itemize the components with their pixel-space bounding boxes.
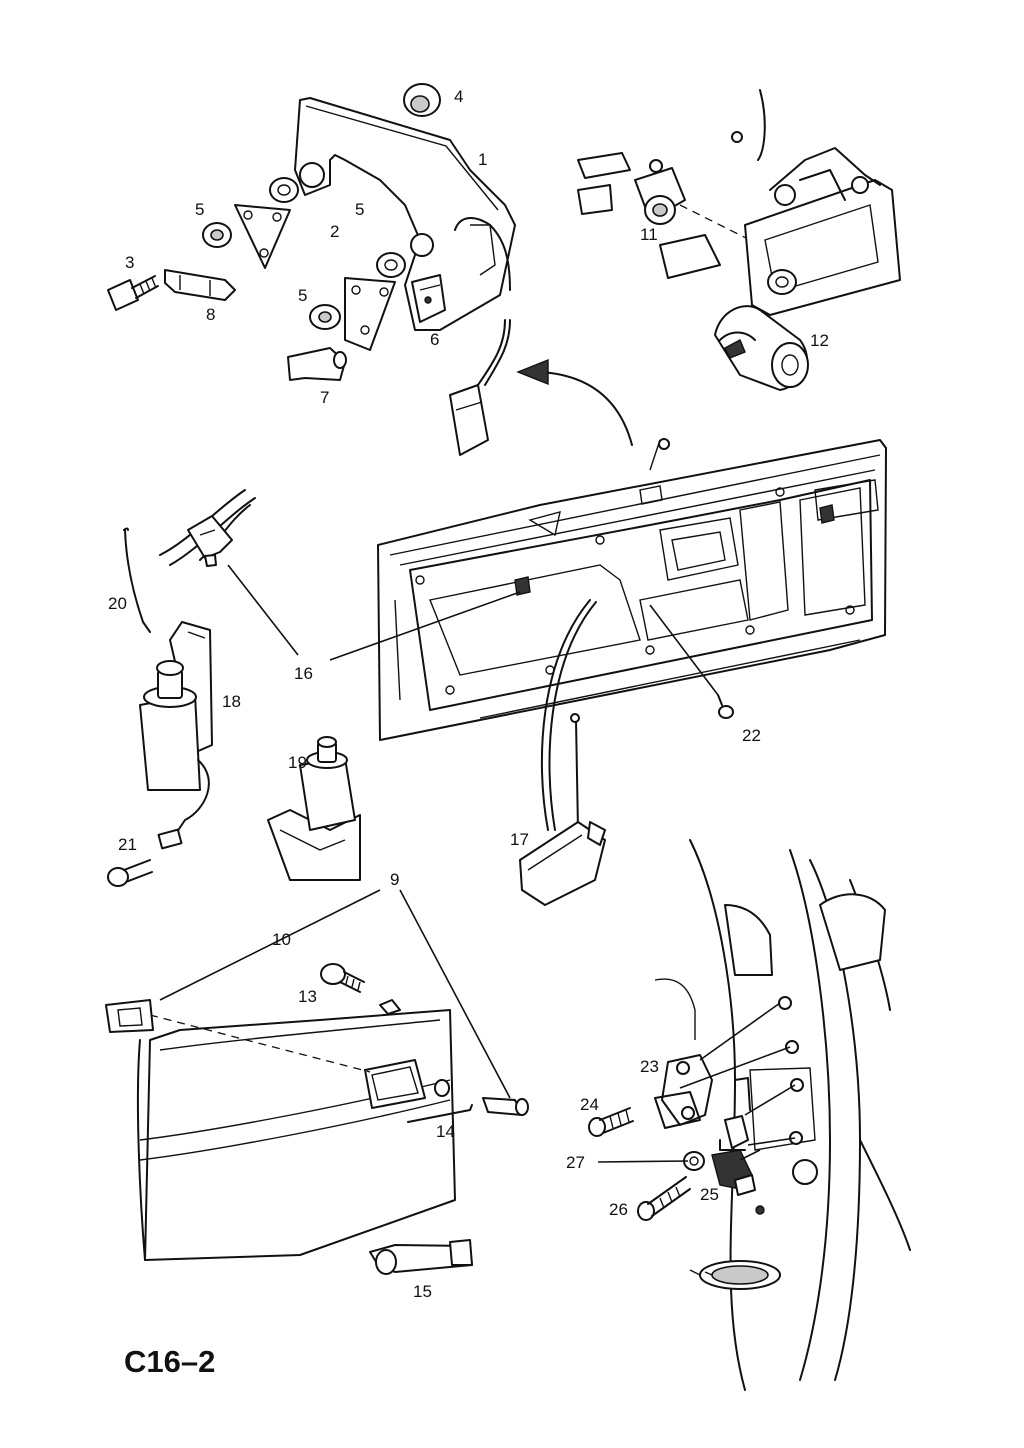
callout-27: 27 — [566, 1153, 585, 1172]
callout-2: 2 — [330, 222, 339, 241]
part-22-screw — [717, 694, 734, 719]
part-24-screw — [588, 1107, 634, 1137]
callout-9: 9 — [390, 870, 399, 889]
callout-20: 20 — [108, 594, 127, 613]
part-15-handle-clip — [369, 1239, 473, 1275]
part-1-lock-bracket — [294, 97, 516, 331]
callout-5a: 5 — [195, 200, 204, 219]
callout-21: 21 — [118, 835, 137, 854]
part-17-rod-and-cable — [540, 599, 597, 831]
part-19-bracket — [267, 736, 361, 881]
part-14-rod — [407, 1104, 473, 1123]
callout-10: 10 — [272, 930, 291, 949]
leader-lines — [159, 564, 796, 1163]
part-8-bracket — [164, 269, 236, 301]
part-2-plates — [234, 204, 396, 351]
part-4-grommet — [403, 83, 441, 117]
part-9-seal — [434, 1079, 529, 1116]
part-20-rod — [123, 527, 151, 633]
door-inner-panel — [377, 438, 887, 741]
part-25-striker — [711, 1115, 756, 1196]
callout-8: 8 — [206, 305, 215, 324]
part-16-wire-clip — [159, 489, 256, 567]
door-outer-skin — [136, 1009, 456, 1261]
callout-16: 16 — [294, 664, 313, 683]
callout-11: 11 — [640, 225, 658, 244]
callout-17: 17 — [510, 830, 529, 849]
part-12-actuator — [714, 305, 809, 391]
part-21-screw — [107, 859, 153, 887]
part-13-bolt — [320, 963, 365, 993]
callout-7: 7 — [320, 388, 329, 407]
callout-23: 23 — [640, 1057, 659, 1076]
callout-6: 6 — [430, 330, 439, 349]
callout-12: 12 — [810, 331, 829, 350]
callout-18: 18 — [222, 692, 241, 711]
body-pillar — [654, 839, 911, 1391]
part-10-clip — [105, 999, 154, 1033]
part-6-clip — [411, 274, 446, 323]
lock-detail — [379, 999, 401, 1015]
callout-24: 24 — [580, 1095, 599, 1114]
assembly-arrow-head — [516, 358, 549, 386]
part-7-lever — [287, 347, 347, 381]
assembly-arrow — [539, 371, 633, 446]
callout-1: 1 — [478, 150, 487, 169]
part-11-lock-cylinder — [577, 89, 766, 279]
part-17-module — [519, 821, 606, 906]
door-handle — [744, 147, 901, 316]
callout-25: 25 — [700, 1185, 719, 1204]
callout-14: 14 — [436, 1122, 455, 1141]
part-5-washers — [202, 177, 406, 330]
callout-4: 4 — [454, 87, 463, 106]
part-18-actuator — [139, 621, 213, 850]
callout-5b: 5 — [355, 200, 364, 219]
callout-5c: 5 — [298, 286, 307, 305]
callout-13: 13 — [298, 987, 317, 1006]
diagram-code: C16–2 — [124, 1344, 215, 1379]
callout-19: 19 — [288, 753, 307, 772]
callout-3: 3 — [125, 253, 134, 272]
callout-labels: 4 1 5 5 2 3 5 8 6 7 11 12 20 16 18 22 19… — [108, 87, 829, 1301]
callout-15: 15 — [413, 1282, 432, 1301]
part-3-bolt — [107, 275, 159, 311]
callout-22: 22 — [742, 726, 761, 745]
part-23-striker-plate — [654, 1054, 713, 1129]
part-26-screw — [637, 1176, 691, 1221]
callout-26: 26 — [609, 1200, 628, 1219]
harness-connector — [449, 217, 511, 456]
